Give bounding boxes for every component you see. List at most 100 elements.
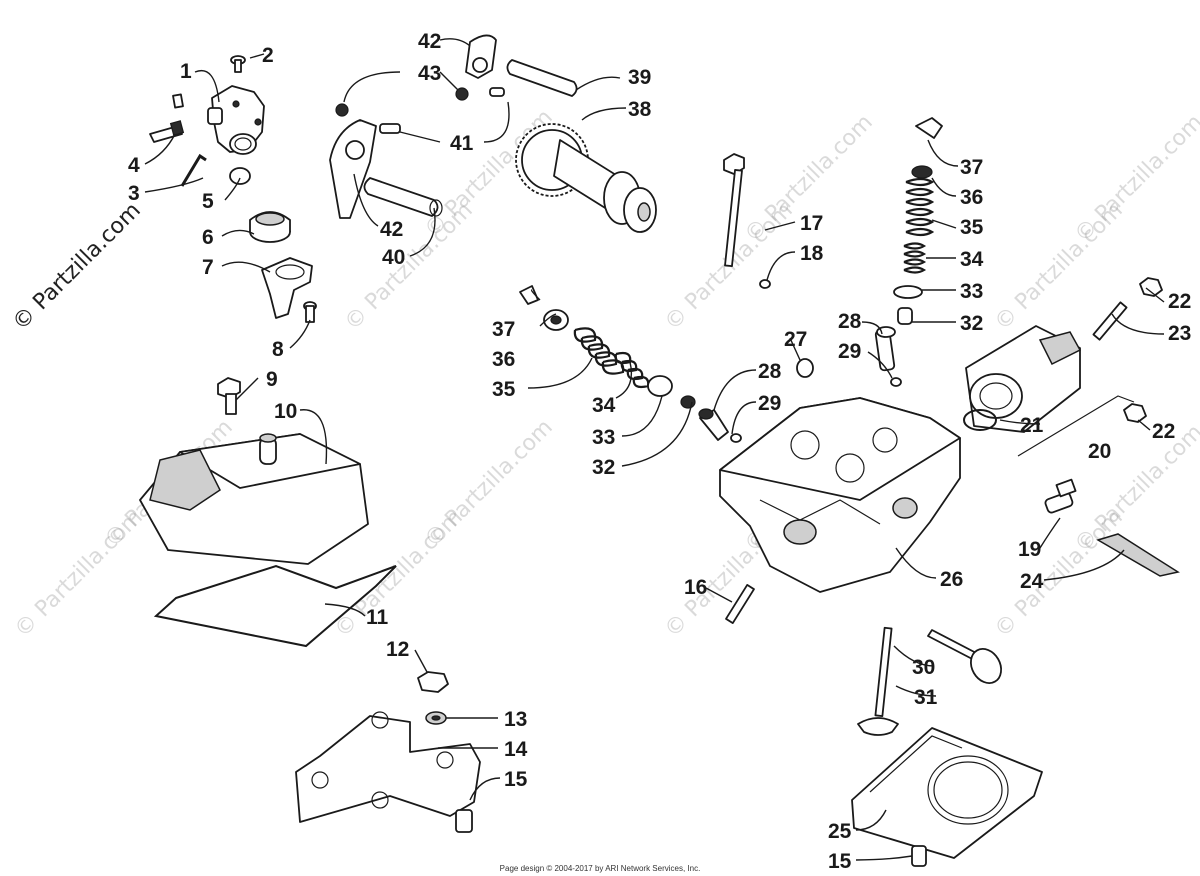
spring-35-right <box>905 177 935 237</box>
thermostat-housing <box>207 85 265 155</box>
dowel-15-right <box>911 845 927 867</box>
callout-22-top: 22 <box>1168 290 1191 313</box>
callout-33-left: 33 <box>592 426 615 449</box>
callout-32-right: 32 <box>960 312 983 335</box>
callout-9: 9 <box>266 368 278 391</box>
stud-16 <box>725 584 755 624</box>
callout-13: 13 <box>504 708 527 731</box>
water-outlet-7 <box>261 257 313 319</box>
callout-29-right: 29 <box>838 340 861 363</box>
callout-1: 1 <box>180 60 192 83</box>
rocker-shaft-40 <box>363 177 443 217</box>
spring-35 <box>573 327 625 375</box>
gasket-11 <box>153 564 397 648</box>
screw-1 <box>172 93 184 109</box>
callout-28-left: 28 <box>758 360 782 383</box>
callout-36-right: 36 <box>960 186 983 209</box>
seal-32 <box>680 395 696 409</box>
callout-4: 4 <box>128 154 140 177</box>
head-gasket-25 <box>851 727 1043 859</box>
group-bracket-20 <box>1017 395 1135 457</box>
nut-43-lower <box>335 103 349 117</box>
spring-34-right <box>903 242 927 274</box>
callout-32-left: 32 <box>592 456 615 479</box>
thermostat-6 <box>249 211 291 243</box>
callout-labels: 1 2 3 4 5 6 7 8 9 10 11 12 13 14 15 16 1… <box>128 30 1191 873</box>
cam-holder-14 <box>295 711 481 823</box>
o-ring-29 <box>730 433 742 443</box>
callout-26: 26 <box>940 568 963 591</box>
callout-43: 43 <box>418 62 441 85</box>
callout-15-right: 15 <box>828 850 852 873</box>
callout-14: 14 <box>504 738 528 761</box>
callout-2: 2 <box>262 44 274 67</box>
nut-43 <box>455 87 469 101</box>
callout-30: 30 <box>912 656 935 679</box>
callout-10: 10 <box>274 400 297 423</box>
callout-12: 12 <box>386 638 409 661</box>
gasket-24 <box>1096 533 1180 577</box>
spring-34 <box>614 351 650 389</box>
valve-guide-28-left <box>698 408 729 441</box>
valve-31 <box>857 626 899 736</box>
callout-38: 38 <box>628 98 652 121</box>
callout-17: 17 <box>800 212 823 235</box>
leader-lines <box>144 38 1165 861</box>
nut-22-top <box>1139 277 1163 297</box>
callout-42-bottom: 42 <box>380 218 403 241</box>
callout-19: 19 <box>1018 538 1041 561</box>
callout-37-right: 37 <box>960 156 983 179</box>
callout-22-bottom: 22 <box>1152 420 1175 443</box>
cylinder-head-26 <box>719 397 961 593</box>
callout-6: 6 <box>202 226 214 249</box>
callout-15: 15 <box>504 768 528 791</box>
seat-33 <box>647 375 673 397</box>
callout-35-left: 35 <box>492 378 516 401</box>
bolt-2 <box>230 55 246 73</box>
valve-cover-10 <box>139 433 369 565</box>
callout-34-left: 34 <box>592 394 616 417</box>
sensor-19 <box>1044 478 1077 514</box>
callout-16: 16 <box>684 576 707 599</box>
bolt-8 <box>303 301 317 323</box>
o-ring-21 <box>963 409 997 431</box>
callout-31: 31 <box>914 686 938 709</box>
intake-pipe-20 <box>965 325 1082 433</box>
bolt-17 <box>723 153 745 268</box>
valve-guide-28-right <box>874 326 896 372</box>
callout-34-right: 34 <box>960 248 984 271</box>
callout-23: 23 <box>1168 322 1191 345</box>
bolt-9 <box>217 377 241 415</box>
rocker-shaft-39 <box>506 59 578 97</box>
callout-27: 27 <box>784 328 807 351</box>
valve-30 <box>927 629 1002 684</box>
hex-key-3 <box>180 153 207 187</box>
callout-37-left: 37 <box>492 318 515 341</box>
callout-20: 20 <box>1088 440 1111 463</box>
callout-36-left: 36 <box>492 348 515 371</box>
pin-41-upper <box>489 87 505 97</box>
o-ring-5 <box>229 167 251 185</box>
dowel-15 <box>455 809 473 833</box>
callout-42-top: 42 <box>418 30 441 53</box>
callout-18: 18 <box>800 242 824 265</box>
washer-18 <box>759 279 771 289</box>
callout-5: 5 <box>202 190 214 213</box>
callout-24: 24 <box>1020 570 1044 593</box>
copyright-footer: Page design © 2004-2017 by ARI Network S… <box>499 864 701 873</box>
callout-8: 8 <box>272 338 284 361</box>
sensor-4 <box>149 120 185 143</box>
camshaft-38 <box>515 123 657 233</box>
washer-13-hole <box>431 715 441 721</box>
rocker-arm-lower <box>329 119 377 219</box>
callout-25: 25 <box>828 820 852 843</box>
seat-33-right <box>893 285 923 299</box>
nut-22-bottom <box>1123 403 1147 423</box>
keeper-37-right <box>915 117 943 139</box>
callout-28-right: 28 <box>838 310 862 333</box>
callout-35-right: 35 <box>960 216 984 239</box>
seal-27 <box>796 358 814 378</box>
callout-29-left: 29 <box>758 392 781 415</box>
